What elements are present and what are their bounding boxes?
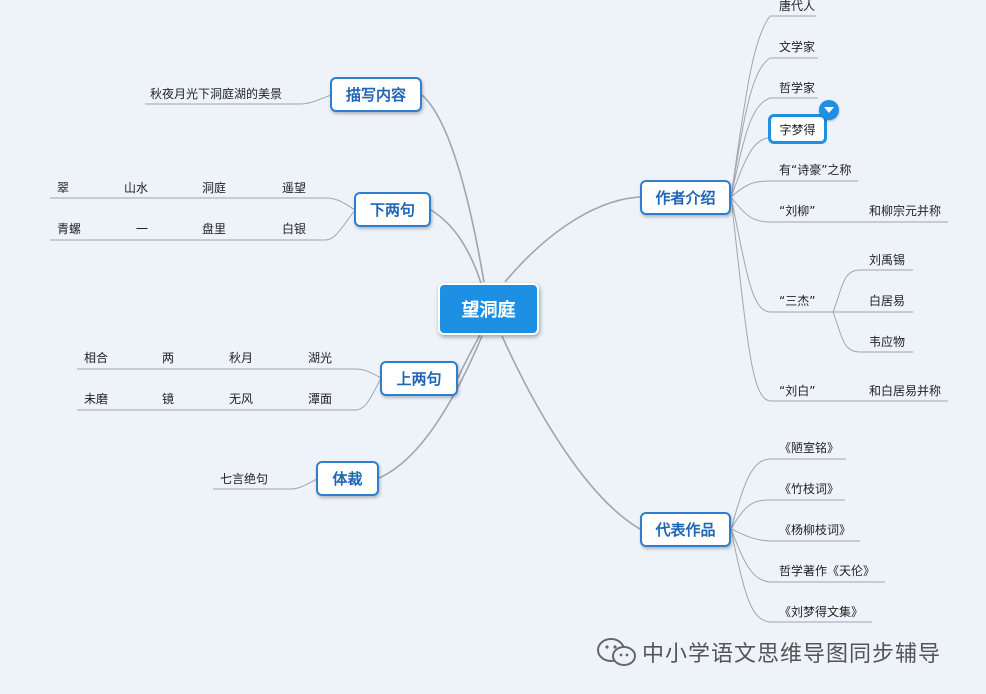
works-item-1[interactable]: 《陋室铭》 bbox=[779, 441, 840, 455]
leaf-lower-r2-2[interactable]: 一 bbox=[136, 222, 149, 236]
author-sanjie-3[interactable]: 韦应物 bbox=[869, 335, 906, 349]
root-node[interactable]: 望洞庭 bbox=[438, 283, 539, 335]
works-item-3[interactable]: 《杨柳枝词》 bbox=[779, 523, 852, 537]
topic-description[interactable]: 描写内容 bbox=[330, 77, 422, 112]
topic-lower-lines[interactable]: 下两句 bbox=[354, 192, 431, 227]
watermark-text: 中小学语文思维导图同步辅导 bbox=[642, 642, 942, 667]
author-item-7[interactable]: “三杰” bbox=[779, 294, 816, 308]
author-sanjie-1[interactable]: 刘禹锡 bbox=[869, 253, 906, 267]
author-item-3[interactable]: 哲学家 bbox=[779, 81, 816, 95]
author-sanjie-2[interactable]: 白居易 bbox=[869, 294, 906, 308]
works-item-5[interactable]: 《刘梦得文集》 bbox=[779, 605, 864, 619]
leaf-upper-r1-4[interactable]: 湖光 bbox=[308, 351, 333, 365]
topic-genre[interactable]: 体裁 bbox=[316, 461, 379, 496]
leaf-lower-r2-1[interactable]: 青螺 bbox=[57, 222, 82, 236]
topic-upper-lines[interactable]: 上两句 bbox=[380, 361, 458, 396]
leaf-lower-r2-3[interactable]: 盘里 bbox=[202, 222, 227, 236]
leaf-upper-r2-3[interactable]: 无风 bbox=[229, 392, 254, 406]
leaf-lower-r1-4[interactable]: 遥望 bbox=[282, 181, 307, 195]
author-item-2[interactable]: 文学家 bbox=[779, 40, 816, 54]
leaf-upper-r2-2[interactable]: 镜 bbox=[162, 392, 175, 406]
author-item-4-selected[interactable]: 字梦得 bbox=[768, 114, 827, 144]
leaf-upper-r1-1[interactable]: 相合 bbox=[84, 351, 109, 365]
leaf-lower-r1-1[interactable]: 翠 bbox=[57, 181, 70, 195]
author-liuliu-leaf[interactable]: 和柳宗元并称 bbox=[869, 204, 942, 218]
works-item-4[interactable]: 哲学著作《天伦》 bbox=[779, 564, 876, 578]
author-item-6[interactable]: “刘柳” bbox=[779, 204, 816, 218]
wechat-logo-icon bbox=[597, 638, 636, 666]
topic-author[interactable]: 作者介绍 bbox=[640, 180, 731, 215]
author-item-5[interactable]: 有“诗豪”之称 bbox=[779, 163, 852, 177]
topic-works[interactable]: 代表作品 bbox=[640, 512, 731, 547]
author-item-1[interactable]: 唐代人 bbox=[779, 0, 816, 13]
leaf-upper-r1-2[interactable]: 两 bbox=[162, 351, 175, 365]
works-item-2[interactable]: 《竹枝词》 bbox=[779, 482, 840, 496]
author-liubai-leaf[interactable]: 和白居易并称 bbox=[869, 384, 942, 398]
leaf-description[interactable]: 秋夜月光下洞庭湖的美景 bbox=[150, 87, 283, 101]
leaf-lower-r2-4[interactable]: 白银 bbox=[282, 222, 307, 236]
leaf-lower-r1-3[interactable]: 洞庭 bbox=[202, 181, 227, 195]
leaf-lower-r1-2[interactable]: 山水 bbox=[124, 181, 149, 195]
leaf-upper-r2-4[interactable]: 潭面 bbox=[308, 392, 333, 406]
author-item-8[interactable]: “刘白” bbox=[779, 384, 816, 398]
leaf-genre[interactable]: 七言绝句 bbox=[220, 472, 269, 486]
leaf-upper-r1-3[interactable]: 秋月 bbox=[229, 351, 254, 365]
collapse-toggle-icon[interactable] bbox=[819, 100, 839, 120]
leaf-upper-r2-1[interactable]: 未磨 bbox=[84, 392, 109, 406]
